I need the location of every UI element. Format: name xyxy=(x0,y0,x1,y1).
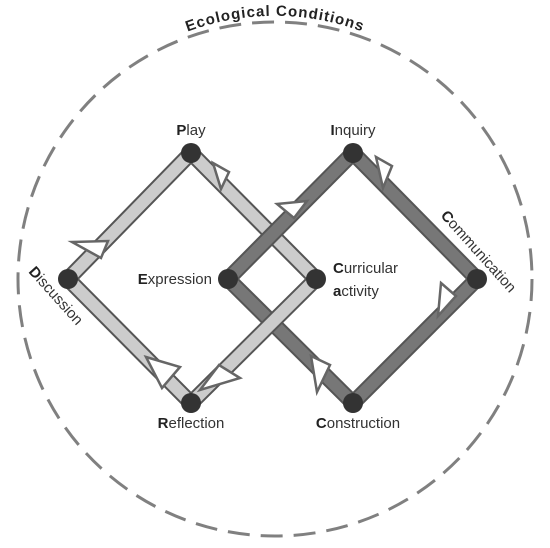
node-play xyxy=(181,143,201,163)
arrow-expression-up-icon xyxy=(273,199,310,220)
label-curricular-activity-line1: Curricular xyxy=(333,260,398,277)
nodes xyxy=(58,143,487,413)
node-curricular-activity xyxy=(306,269,326,289)
node-communication xyxy=(467,269,487,289)
label-construction: Construction xyxy=(316,415,400,432)
label-play: Play xyxy=(176,122,206,139)
node-discussion xyxy=(58,269,78,289)
arrow-left-up-icon xyxy=(67,239,110,260)
arrow-construction-up-icon xyxy=(309,353,332,397)
node-expression xyxy=(218,269,238,289)
arrow-communication-down-icon xyxy=(436,280,458,320)
right-cycle xyxy=(222,147,483,409)
label-curricular-activity-line2: activity xyxy=(333,283,379,300)
label-expression: Expression xyxy=(138,271,212,288)
edge-communication-construction xyxy=(347,273,483,409)
node-reflection xyxy=(181,393,201,413)
arrow-inquiry-down-icon xyxy=(374,154,394,193)
edge-construction-expression xyxy=(222,273,359,409)
left-cycle xyxy=(62,147,322,409)
label-reflection: Reflection xyxy=(158,415,225,432)
arrow-play-down-icon xyxy=(210,160,231,193)
node-construction xyxy=(343,393,363,413)
edge-discussion-play xyxy=(62,147,197,285)
node-inquiry xyxy=(343,143,363,163)
arrow-left-reflection-icon xyxy=(143,354,183,391)
edge-play-curricular xyxy=(185,147,322,285)
direction-arrows xyxy=(67,154,458,397)
edge-inquiry-communication xyxy=(347,147,483,285)
edge-discussion-reflection xyxy=(62,273,197,409)
ecological-conditions-circle xyxy=(16,20,534,538)
arrow-reflection-up-icon xyxy=(196,363,244,393)
label-inquiry: Inquiry xyxy=(330,122,376,139)
